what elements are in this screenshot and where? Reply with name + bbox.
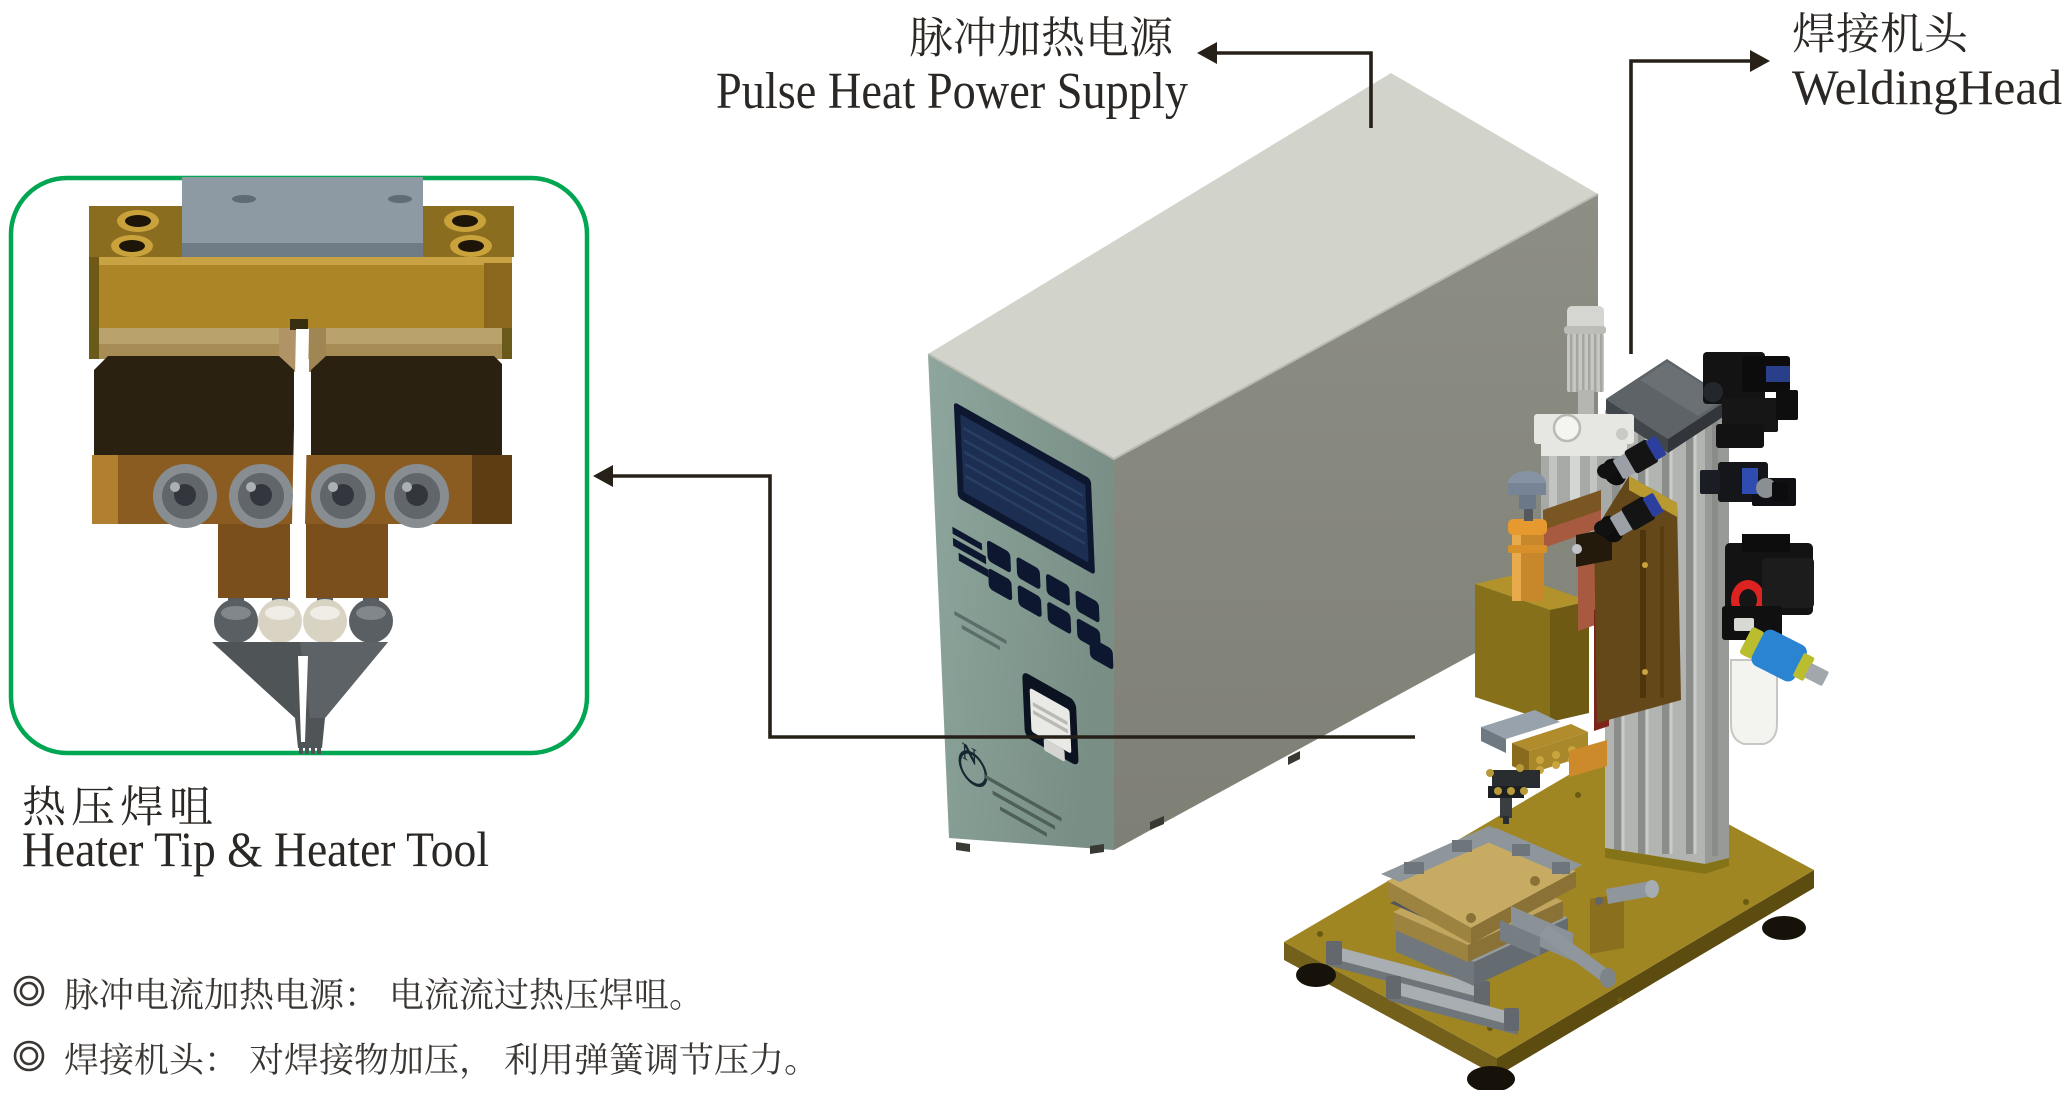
svg-text:N: N [961, 738, 977, 773]
svg-text:Heater Tip & Heater Tool: Heater Tip & Heater Tool [22, 821, 489, 877]
svg-text:Pulse Heat Power Supply: Pulse Heat Power Supply [716, 63, 1188, 120]
svg-text:WeldingHead: WeldingHead [1792, 59, 2062, 115]
